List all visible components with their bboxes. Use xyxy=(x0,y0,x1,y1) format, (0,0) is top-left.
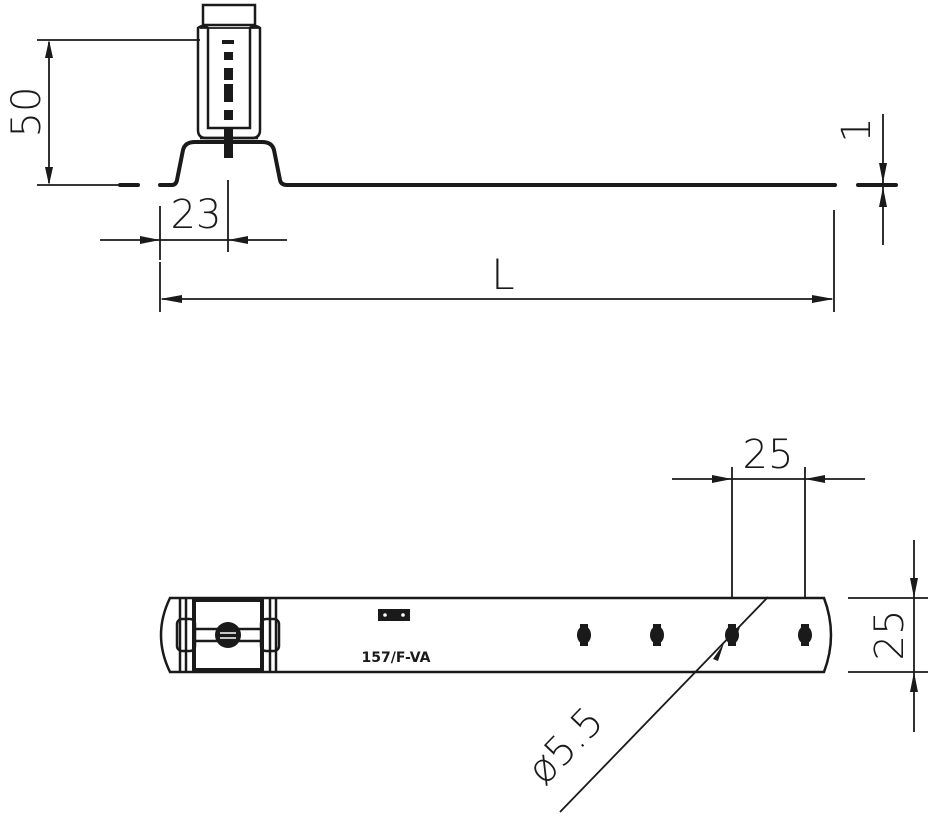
dimension-thickness-label: 1 xyxy=(834,117,880,142)
holes xyxy=(577,624,812,646)
marking-emboss xyxy=(378,609,410,621)
dimension-clamp-width: 23 xyxy=(100,180,287,260)
side-view: 50 23 L 1 xyxy=(4,3,898,312)
hole xyxy=(650,624,664,646)
dimension-height: 50 xyxy=(4,39,200,186)
hole xyxy=(577,624,591,646)
dimension-strap-width: 25 xyxy=(848,540,928,732)
plan-view: 157/F-VA xyxy=(159,432,928,813)
dimension-hole-pitch: 25 xyxy=(672,432,865,598)
clamp-top-view xyxy=(175,598,281,672)
hole xyxy=(798,624,812,646)
marking-text: 157/F-VA xyxy=(362,650,431,666)
strap-profile xyxy=(158,140,837,187)
dimension-height-label: 50 xyxy=(4,87,50,138)
dimension-thickness: 1 xyxy=(834,114,898,245)
strap-outline xyxy=(159,596,833,674)
dimension-hole-diameter-label: ø5.5 xyxy=(519,698,613,793)
dimension-length-label: L xyxy=(491,250,514,299)
dimension-clamp-width-label: 23 xyxy=(171,192,222,238)
dimension-strap-width-label: 25 xyxy=(867,610,913,661)
dimension-length: L xyxy=(159,210,835,312)
clamp-upright xyxy=(196,3,262,158)
dimension-hole-pitch-label: 25 xyxy=(743,432,794,478)
